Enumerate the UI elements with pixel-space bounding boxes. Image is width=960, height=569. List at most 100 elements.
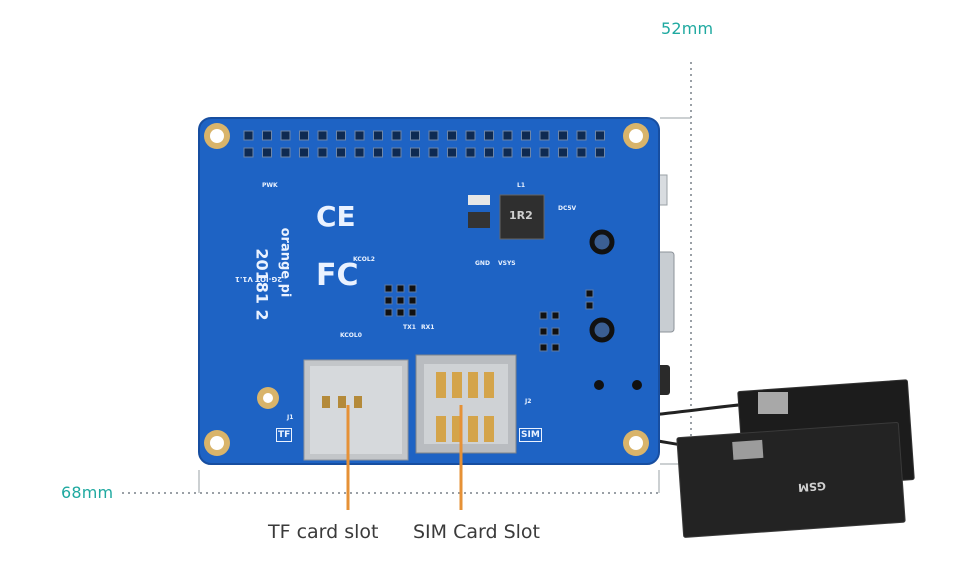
smd-pad [396, 308, 405, 317]
gpio-pad [539, 147, 550, 158]
smd-pad [408, 296, 417, 305]
smd-pad [384, 308, 393, 317]
height-dimension-label: 52mm [661, 19, 714, 38]
gpio-pad [243, 130, 254, 141]
gpio-pad [595, 147, 605, 158]
smd-pad [408, 284, 417, 293]
mount-hole-tr [623, 123, 649, 149]
smd-pad [551, 327, 560, 336]
pad-round [632, 380, 642, 390]
mount-hole-tl [204, 123, 230, 149]
mount-hole-br [623, 430, 649, 456]
gsm-antenna-front [676, 421, 906, 538]
gpio-pad [336, 130, 346, 141]
j2-label: J2 [525, 398, 532, 405]
width-dimension-label: 68mm [61, 483, 114, 502]
inductor-label: 1R2 [509, 209, 533, 222]
fc-mark: FC [316, 258, 359, 293]
gpio-pad [373, 147, 383, 158]
gpio-pad [336, 147, 346, 158]
gpio-pad [299, 130, 309, 141]
gpio-pad [576, 147, 587, 158]
gpio-pad [447, 130, 457, 141]
gpio-pad [465, 130, 476, 141]
smd-component-2 [468, 212, 490, 228]
gpio-pad [558, 147, 568, 158]
dc5v-label: DC5V [558, 205, 577, 212]
gpio-pad [354, 147, 365, 158]
date-code: 20181 2 [252, 248, 272, 321]
gpio-pad [484, 130, 494, 141]
gpio-pad [484, 147, 494, 158]
gpio-pad [521, 130, 531, 141]
gpio-pad [391, 130, 402, 141]
pad-round [594, 380, 604, 390]
gpio-pad [447, 147, 457, 158]
gpio-pad [539, 130, 550, 141]
gnd-label: GND [475, 260, 490, 267]
gpio-pad [558, 130, 568, 141]
smd-pad [396, 296, 405, 305]
antenna-label: GSM [797, 479, 827, 494]
sim-card-slot [415, 354, 517, 454]
rx1-label: RX1 [421, 324, 435, 331]
sim-label: SIM [519, 428, 542, 442]
smd-pad [539, 327, 548, 336]
gpio-pad [410, 130, 420, 141]
gpio-pad [521, 147, 531, 158]
mount-hole-bl [204, 430, 230, 456]
gpio-pad [576, 130, 587, 141]
kcol2-label: KCOL2 [353, 256, 375, 263]
pwk-label: PWK [262, 182, 278, 189]
smd-component [468, 195, 490, 205]
pad-grid [384, 284, 594, 352]
l1-label: L1 [517, 182, 525, 189]
brand-logo-text: orange pi [277, 227, 293, 298]
gpio-pad [317, 147, 328, 158]
gpio-pad [502, 147, 513, 158]
gpio-pad [595, 130, 605, 141]
mount-hole-mid [257, 387, 279, 409]
gpio-pad [465, 147, 476, 158]
tf-label: TF [276, 428, 293, 442]
gpio-pad [280, 147, 291, 158]
smd-pad [384, 284, 393, 293]
vsys-label: VSYS [498, 260, 516, 267]
gpio-pad [243, 147, 254, 158]
tf-card-slot [303, 359, 409, 461]
antenna-connector-top [758, 392, 788, 414]
tx1-label: TX1 [403, 324, 416, 331]
gpio-header [243, 130, 605, 158]
j1-label: J1 [287, 414, 294, 421]
pad-round [589, 317, 615, 343]
gpio-pad [410, 147, 420, 158]
gpio-pad [354, 130, 365, 141]
gpio-pad [428, 147, 439, 158]
gpio-pad [299, 147, 309, 158]
gpio-pad [391, 147, 402, 158]
smd-pad [539, 311, 548, 320]
smd-pad [384, 296, 393, 305]
inductor [499, 194, 545, 240]
gpio-pad [262, 130, 272, 141]
ce-mark: CE [316, 200, 356, 233]
gpio-pad [280, 130, 291, 141]
smd-pad [551, 311, 560, 320]
smd-pad [539, 343, 548, 352]
gpio-pad [262, 147, 272, 158]
pad-round [589, 229, 615, 255]
smd-pad [408, 308, 417, 317]
smd-pad [585, 301, 594, 310]
gpio-pad [373, 130, 383, 141]
gpio-pad [317, 130, 328, 141]
smd-pad [551, 343, 560, 352]
gpio-pad [502, 130, 513, 141]
smd-pad [585, 289, 594, 298]
smd-pad [396, 284, 405, 293]
kcol0-label: KCOL0 [340, 332, 362, 339]
gpio-pad [428, 130, 439, 141]
tf-card-slot-label: TF card slot [268, 521, 379, 543]
sim-card-slot-label: SIM Card Slot [413, 521, 540, 543]
